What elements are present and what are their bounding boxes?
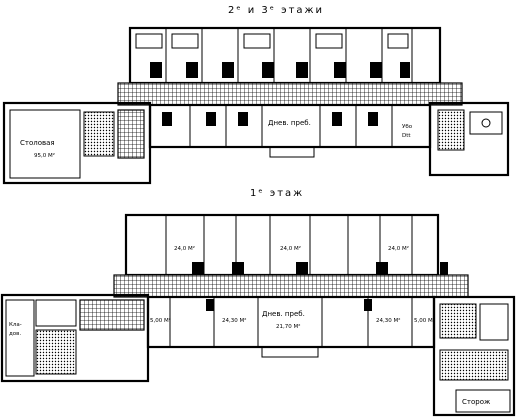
pantry-label-2: дов. [9, 331, 21, 337]
ground-area-d: 24,30 M² [222, 317, 246, 324]
upper-east-fixture [481, 118, 491, 128]
upper-south-partitions [162, 105, 393, 147]
ground-west-stair [35, 329, 77, 375]
wc-label-2: Dtt [402, 133, 411, 139]
ground-south-partitions [169, 297, 413, 347]
ground-west-bath [35, 299, 77, 327]
upper-corridor [117, 82, 463, 106]
ground-area-b: 24,0 M² [280, 245, 301, 252]
upper-north-partitions [135, 28, 413, 83]
dining-label: Столовая [20, 139, 55, 147]
ground-east-stair [439, 303, 477, 339]
ground-north-rooms [124, 213, 440, 277]
ground-area-e: 24,30 M² [376, 317, 400, 324]
ground-area-c: 24,0 M² [388, 245, 409, 252]
upper-day-room-label: Днев. преб. [268, 119, 311, 127]
guard-label: Сторож [462, 398, 491, 406]
upper-dining-wing [2, 101, 152, 185]
ground-north-partitions [165, 215, 448, 275]
upper-north-rooms [128, 26, 442, 85]
ground-east-bath [479, 303, 509, 341]
ground-entrance-porch [261, 346, 319, 358]
dining-room [9, 109, 81, 179]
ground-east-wing [432, 295, 516, 417]
ground-corridor [113, 274, 469, 298]
ground-small-right-area: 5,00 M² [414, 317, 435, 324]
upper-west-service [117, 109, 145, 159]
upper-plan-title: 2ᵉ и 3ᵉ этажи [228, 5, 324, 16]
upper-floor-plan: 2ᵉ и 3ᵉ этажи [2, 5, 510, 185]
pantry-room [5, 299, 35, 377]
wc-label-1: Убо [402, 124, 413, 130]
dining-area-label: 95,0 M² [34, 152, 55, 159]
upper-west-stair [83, 111, 115, 157]
upper-east-wing [428, 101, 510, 177]
guard-room [455, 389, 511, 413]
upper-beds [150, 62, 410, 78]
upper-east-stair [437, 109, 465, 151]
ground-west-service [79, 299, 145, 331]
ground-small-left-area: 5,00 M² [150, 317, 171, 324]
ground-west-wing [0, 293, 150, 383]
ground-day-room-label: Днев. преб. [262, 310, 305, 318]
upper-entrance-porch [269, 146, 315, 158]
ground-day-room-area: 21,70 M² [276, 323, 300, 330]
ground-area-a: 24,0 M² [174, 245, 195, 252]
pantry-label-1: Кла- [9, 322, 22, 328]
ground-floor-plan: 1ᵉ этаж 24,0 M² 24,0 M² 24,0 M² [0, 188, 516, 417]
upper-east-bath [469, 111, 503, 135]
ground-plan-title: 1ᵉ этаж [250, 188, 304, 199]
ground-east-entry [439, 349, 509, 381]
